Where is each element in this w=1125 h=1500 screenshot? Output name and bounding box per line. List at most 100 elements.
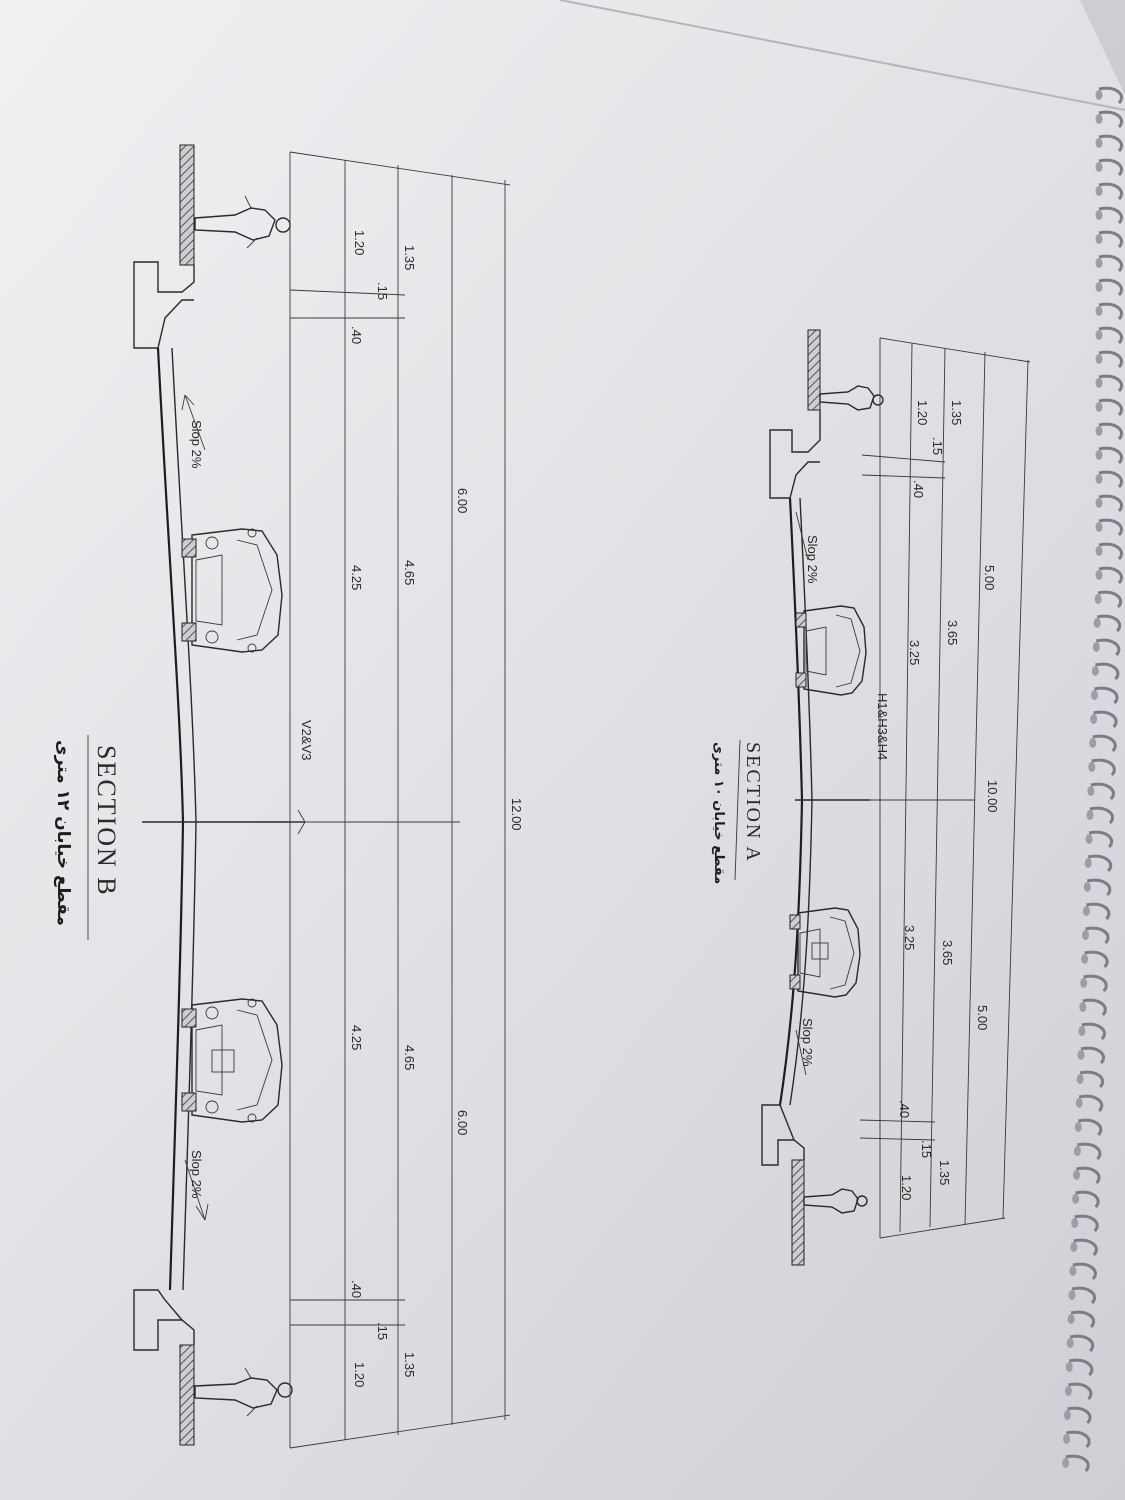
dim-curb-left: .15 <box>930 437 945 455</box>
binding-hole <box>1071 1218 1079 1228</box>
binding-ring <box>1068 1382 1093 1401</box>
binding-hole <box>1081 954 1089 964</box>
binding-ring <box>1098 326 1123 345</box>
binding-hole <box>1074 1122 1082 1132</box>
pedestrian-icon <box>194 1367 293 1417</box>
slope-arrow-icon <box>184 1159 209 1221</box>
binding-ring <box>1098 518 1123 537</box>
dim-curb-right: .15 <box>919 1140 934 1158</box>
dim-half-width-left: 6.00 <box>455 488 470 513</box>
binding-hole <box>1095 138 1103 148</box>
binding-ring <box>1070 1310 1096 1329</box>
binding-hole <box>1095 402 1103 412</box>
binding-ring <box>1086 878 1112 897</box>
section-a-dim-line-4 <box>964 351 986 1225</box>
binding-hole <box>1082 930 1089 940</box>
car-icon <box>181 528 283 653</box>
binding-ring <box>1098 542 1123 561</box>
binding-hole <box>1085 834 1093 844</box>
binding-ring <box>1072 1262 1097 1281</box>
binding-hole <box>1090 714 1098 724</box>
binding-hole <box>1095 570 1103 580</box>
binding-hole <box>1095 282 1103 292</box>
dim-roadway-left: 4.65 <box>402 560 417 585</box>
binding-ring <box>1094 686 1119 705</box>
binding-ring <box>1082 998 1107 1017</box>
binding-ring <box>1087 854 1113 873</box>
binding-hole <box>1095 114 1103 124</box>
binding-hole <box>1093 618 1101 628</box>
dim-sidewalk-right: 1.35 <box>937 1160 952 1185</box>
section-a-dim-line-3 <box>929 347 946 1228</box>
binding-ring <box>1068 1358 1094 1377</box>
dim-walk-left: 1.20 <box>915 400 930 425</box>
binding-ring <box>1089 806 1114 825</box>
car-icon <box>795 605 867 696</box>
section-a-curb-top <box>769 410 821 499</box>
section-b-drawing: 1.20 1.35 .15 .40 6.00 4.65 4.25 12.00 V… <box>53 144 524 1449</box>
pedestrian-icon <box>819 385 884 411</box>
binding-ring <box>1098 422 1123 441</box>
binding-hole <box>1095 162 1103 172</box>
section-a-subtitle: مقطع خیابان ۱۰ متری <box>711 742 726 884</box>
binding-hole <box>1091 690 1098 700</box>
binding-hole <box>1089 738 1097 748</box>
dim-walk-left: 1.20 <box>352 230 367 255</box>
dim-sidewalk-left: 1.35 <box>949 400 964 425</box>
binding-hole <box>1064 1410 1071 1420</box>
section-a-title: SECTION A <box>742 742 764 863</box>
binding-ring <box>1075 1190 1100 1209</box>
binding-ring <box>1098 470 1123 489</box>
binding-ring <box>1067 1406 1092 1425</box>
dim-lane-left: 4.25 <box>349 565 364 590</box>
slope-arrow-icon <box>795 1029 807 1076</box>
binding-ring <box>1080 1046 1105 1065</box>
binding-ring <box>1079 1070 1105 1089</box>
binding-ring <box>1098 302 1123 321</box>
binding-hole <box>1082 906 1090 916</box>
dim-curb-left: .15 <box>375 282 390 300</box>
pedestrian-icon <box>803 1188 868 1214</box>
binding-hole <box>1095 306 1103 316</box>
binding-ring <box>1098 278 1123 297</box>
binding-ring <box>1098 566 1123 585</box>
binding-hole <box>1092 642 1100 652</box>
binding-hole <box>1095 522 1103 532</box>
slope-arrow-icon <box>181 394 206 451</box>
binding-ring <box>1085 926 1110 945</box>
binding-hole <box>1070 1242 1078 1252</box>
axis-label: V2&V3 <box>299 720 314 760</box>
dim-total-width: 12.00 <box>509 798 524 831</box>
axis-label: H1&H3&H4 <box>875 693 890 760</box>
binding-ring <box>1077 1118 1103 1137</box>
binding-hole <box>1095 378 1103 388</box>
car-icon <box>181 998 283 1123</box>
slope-label-left: Slop 2% <box>189 420 204 469</box>
section-b-ground-bottom <box>179 1344 195 1446</box>
binding-hole <box>1095 234 1103 244</box>
section-b-subtitle: مقطع خیابان ۱۲ متری <box>53 740 73 926</box>
dim-gutter-left: .40 <box>911 480 926 498</box>
binding-ring <box>1095 662 1120 681</box>
binding-hole <box>1087 786 1095 796</box>
binding-ring <box>1098 494 1123 513</box>
binding-ring <box>1078 1094 1104 1113</box>
binding-hole <box>1095 354 1103 364</box>
binding-hole <box>1095 330 1103 340</box>
binding-hole <box>1080 978 1088 988</box>
binding-hole <box>1095 186 1103 196</box>
binding-ring <box>1081 1022 1106 1041</box>
dim-roadway-right: 4.65 <box>402 1045 417 1070</box>
binding-hole <box>1079 1002 1087 1012</box>
dim-walk-right: 1.20 <box>352 1362 367 1387</box>
dim-half-width-left: 5.00 <box>982 565 997 590</box>
dim-lane-right: 3.25 <box>902 925 917 950</box>
section-b-axis-arrow <box>297 809 306 823</box>
dim-sidewalk-right: 1.35 <box>402 1352 417 1377</box>
binding-hole <box>1072 1194 1080 1204</box>
dim-sidewalk-left: 1.35 <box>402 245 417 270</box>
binding-hole <box>1077 1050 1085 1060</box>
section-a-title-underline <box>734 739 741 881</box>
binding-ring <box>1098 350 1123 369</box>
